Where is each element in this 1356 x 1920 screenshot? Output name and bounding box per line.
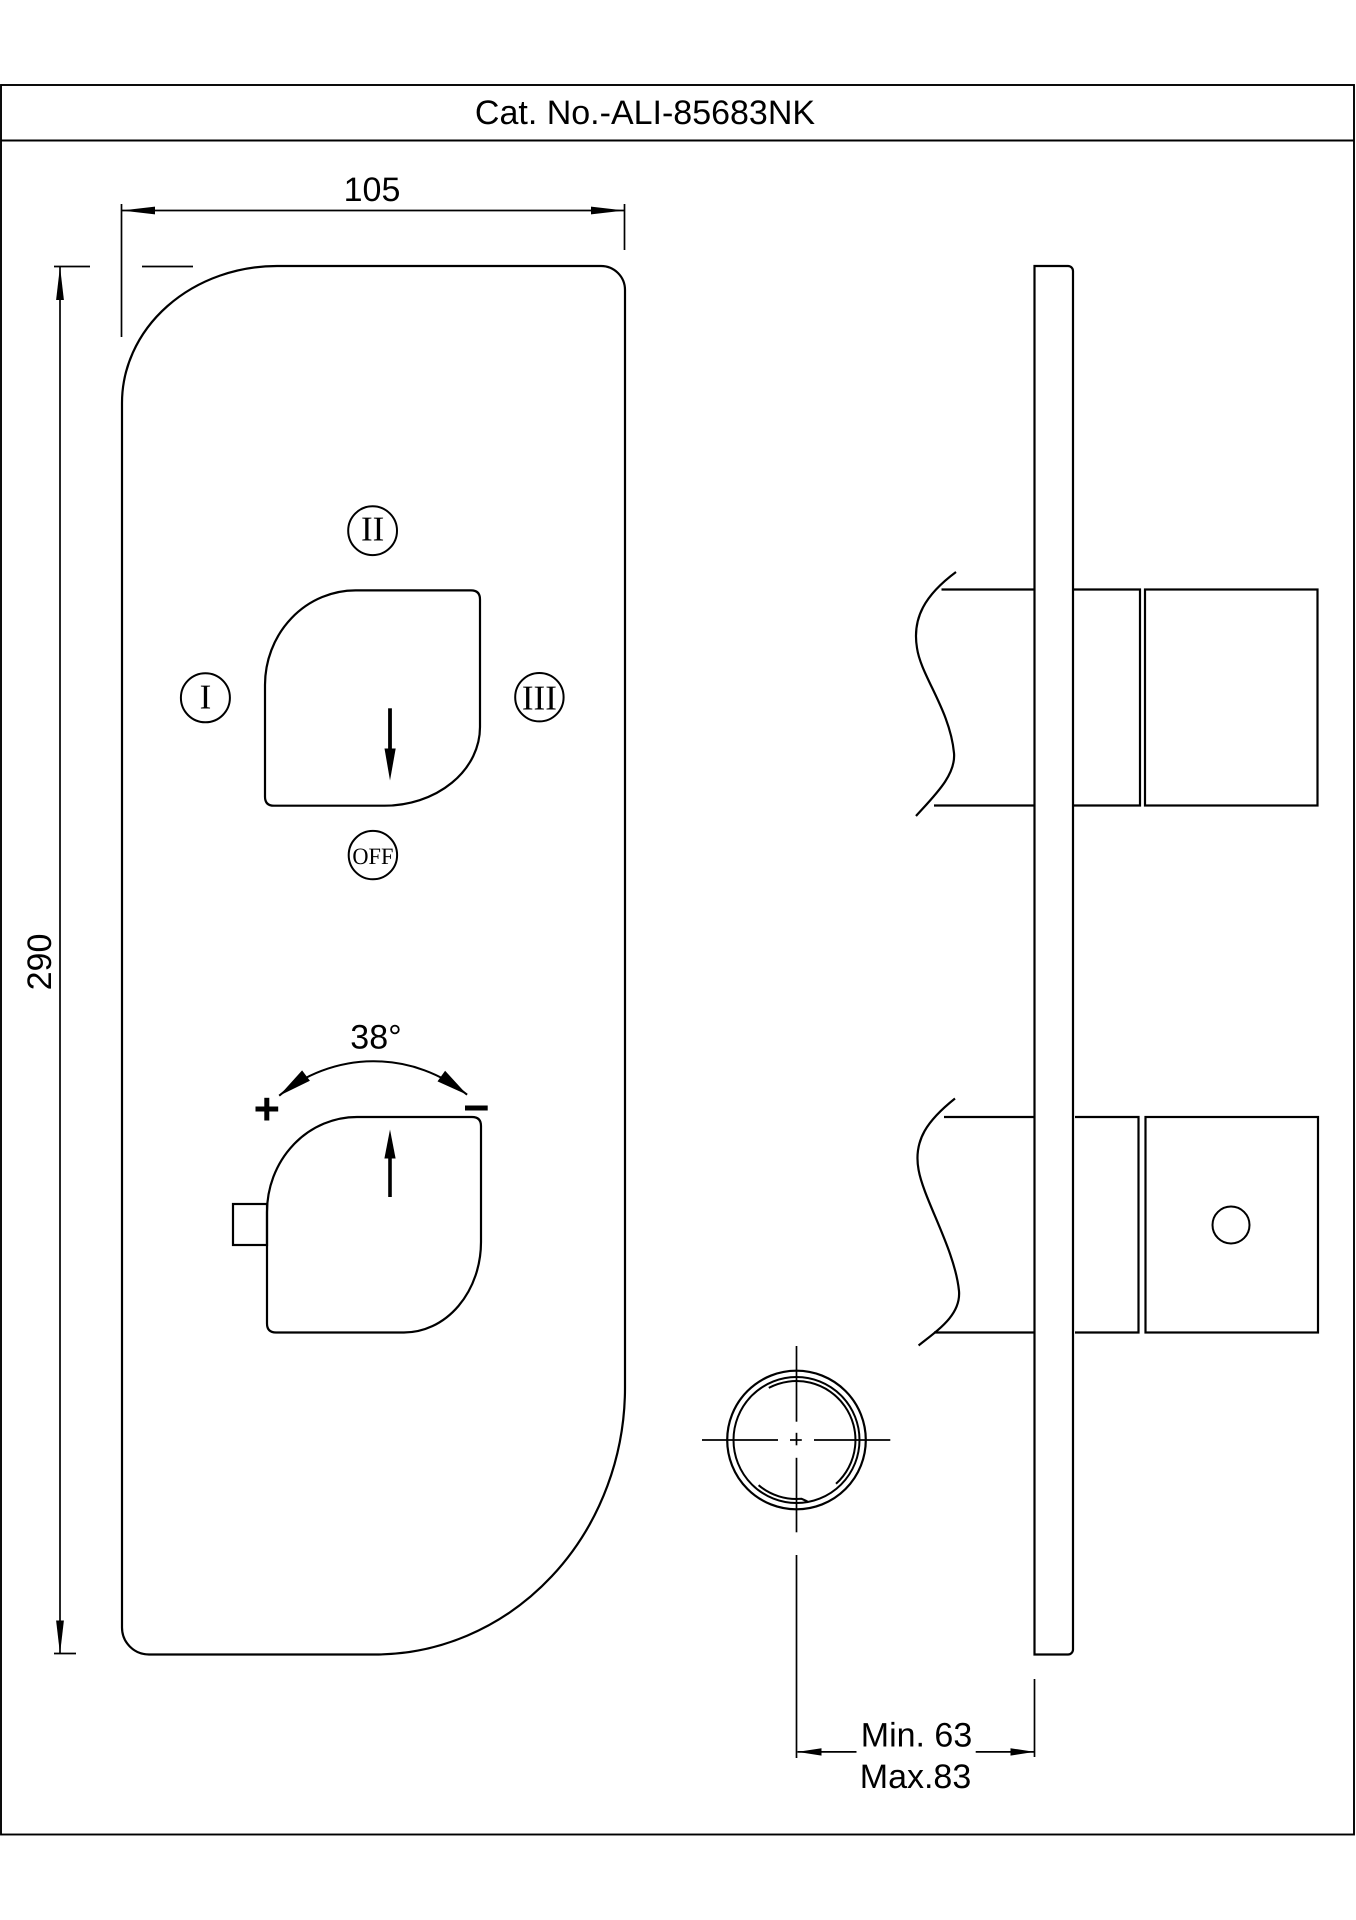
svg-text:I: I bbox=[200, 678, 212, 717]
svg-text:Max.83: Max.83 bbox=[860, 1758, 972, 1796]
svg-text:38°: 38° bbox=[350, 1019, 401, 1057]
svg-text:Cat. No.-ALI-85683NK: Cat. No.-ALI-85683NK bbox=[475, 94, 815, 132]
svg-text:Min. 63: Min. 63 bbox=[861, 1717, 973, 1755]
svg-text:II: II bbox=[361, 510, 384, 549]
svg-text:OFF: OFF bbox=[352, 844, 393, 870]
svg-text:290: 290 bbox=[21, 934, 59, 991]
svg-text:III: III bbox=[522, 679, 557, 718]
svg-text:105: 105 bbox=[344, 171, 401, 209]
